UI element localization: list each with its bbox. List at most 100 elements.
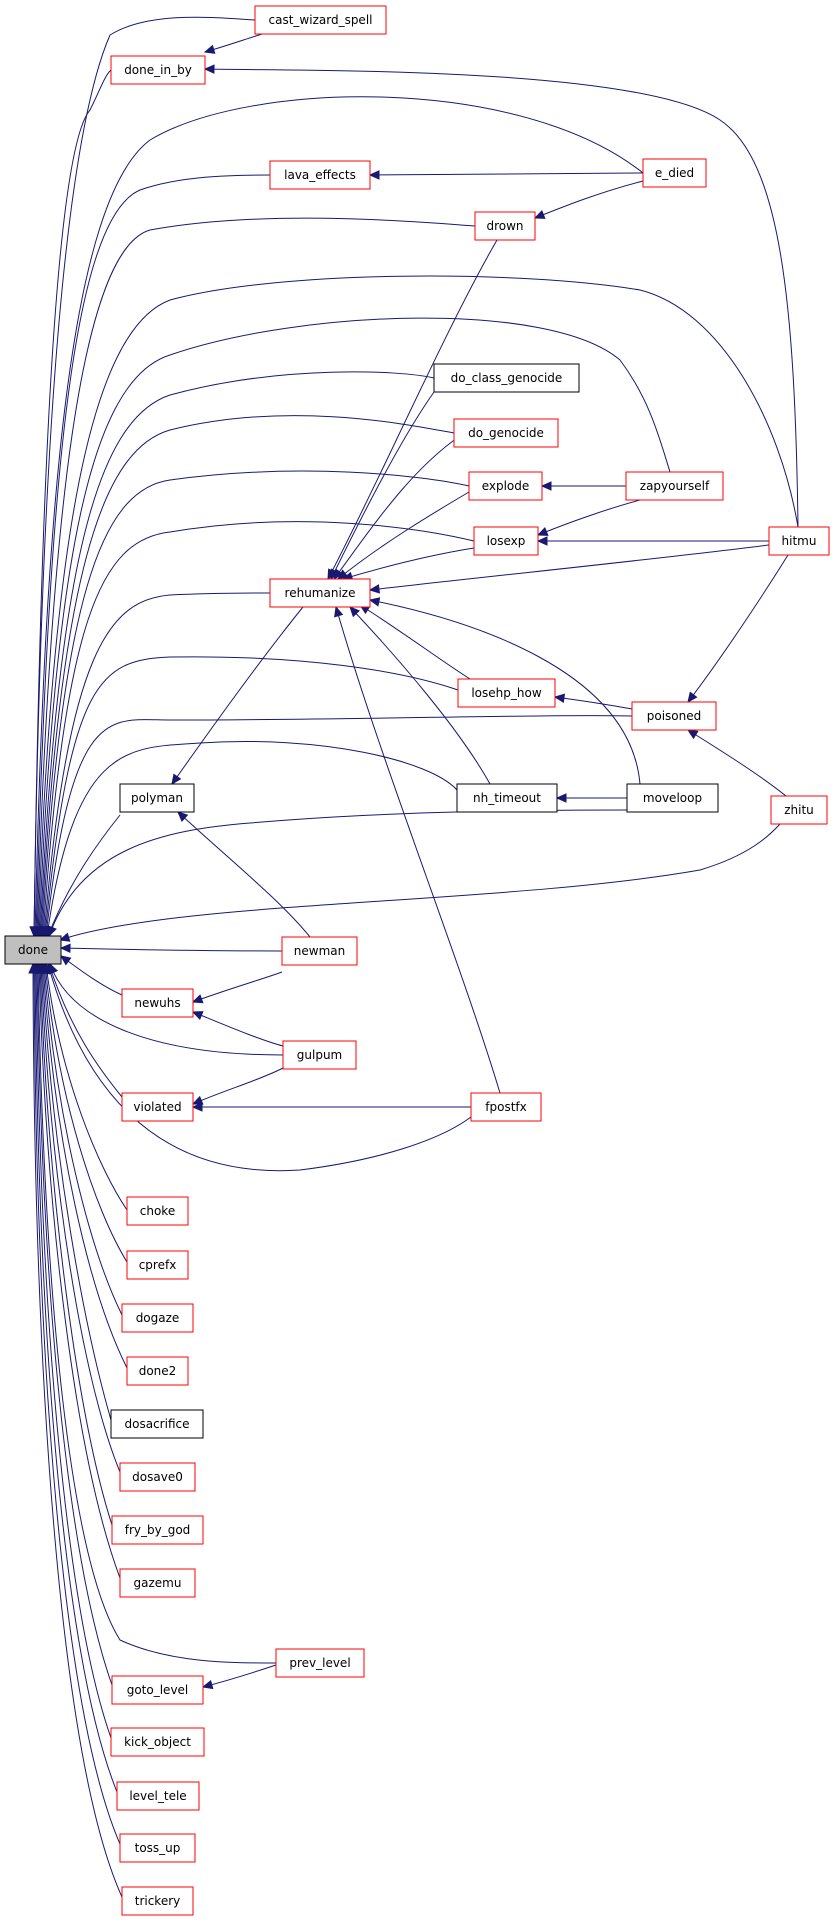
- edge-arrowhead: [368, 170, 380, 180]
- node-box: [275, 1648, 365, 1678]
- edge-arrowhead: [191, 1011, 204, 1021]
- edge-rehumanize-to-hitmu: [368, 544, 770, 594]
- node-done[interactable]: done: [4, 935, 62, 965]
- node-box: [126, 1356, 189, 1386]
- node-e_died[interactable]: e_died: [642, 158, 707, 188]
- edge-rehumanize-to-do_class_genocide: [330, 391, 435, 581]
- node-box: [468, 471, 543, 501]
- node-done_in_by[interactable]: done_in_by: [110, 55, 206, 85]
- edge-arrowhead: [536, 527, 549, 536]
- edge-arrowhead: [58, 932, 71, 942]
- edge-done-to-zhitu: [58, 823, 781, 942]
- node-box: [126, 1250, 189, 1280]
- edge-rehumanize-to-do_genocide: [333, 435, 461, 580]
- node-gazemu[interactable]: gazemu: [119, 1568, 196, 1598]
- node-box: [126, 1196, 189, 1226]
- node-goto_level[interactable]: goto_level: [111, 1675, 204, 1705]
- edge-line: [41, 470, 470, 937]
- node-dosave0[interactable]: dosave0: [119, 1462, 196, 1492]
- node-label: nh_timeout: [473, 791, 541, 805]
- node-fry_by_god[interactable]: fry_by_god: [111, 1515, 204, 1545]
- edge-line: [32, 963, 123, 1898]
- edge-drown-to-e_died: [533, 180, 644, 219]
- node-label: zapyourself: [640, 479, 710, 493]
- edge-arrowhead: [28, 962, 38, 974]
- node-hitmu[interactable]: hitmu: [768, 526, 830, 556]
- node-box: [119, 1568, 196, 1598]
- edge-line: [60, 947, 283, 952]
- node-kick_object[interactable]: kick_object: [110, 1727, 205, 1757]
- edge-losehp_how-to-poisoned: [553, 693, 633, 710]
- edge-line: [35, 174, 271, 937]
- node-box: [4, 935, 62, 965]
- node-lava_effects[interactable]: lava_effects: [269, 160, 371, 190]
- node-label: hitmu: [782, 534, 817, 548]
- node-cprefx[interactable]: cprefx: [126, 1250, 189, 1280]
- edge-line: [687, 729, 787, 797]
- edge-line: [40, 963, 121, 1473]
- edge-line: [369, 599, 641, 785]
- node-moveloop[interactable]: moveloop: [626, 783, 719, 813]
- edge-nh_timeout-to-moveloop: [555, 793, 627, 803]
- node-box: [116, 1781, 200, 1811]
- node-label: gazemu: [134, 1576, 182, 1590]
- node-dosacrifice[interactable]: dosacrifice: [110, 1409, 204, 1439]
- node-drown[interactable]: drown: [474, 211, 536, 241]
- edge-arrowhead: [191, 994, 204, 1004]
- edge-line: [49, 963, 284, 1056]
- node-rehumanize[interactable]: rehumanize: [269, 578, 371, 608]
- node-box: [119, 1462, 196, 1492]
- edge-line: [554, 696, 633, 710]
- node-poisoned[interactable]: poisoned: [631, 701, 717, 731]
- edge-line: [37, 275, 799, 937]
- node-do_class_genocide[interactable]: do_class_genocide: [433, 363, 580, 393]
- node-label: polyman: [131, 791, 183, 805]
- edge-violated-to-fpostfx: [191, 1102, 472, 1112]
- node-choke[interactable]: choke: [126, 1196, 189, 1226]
- node-prev_level[interactable]: prev_level: [275, 1648, 365, 1678]
- edge-arrowhead: [540, 481, 552, 491]
- node-box: [770, 795, 828, 825]
- node-label: fry_by_god: [125, 1523, 191, 1537]
- edge-line: [359, 604, 471, 680]
- node-trickery[interactable]: trickery: [121, 1886, 194, 1916]
- edge-line: [44, 963, 128, 1263]
- node-gulpum[interactable]: gulpum: [282, 1040, 357, 1070]
- node-losexp[interactable]: losexp: [473, 526, 539, 556]
- edge-arrowhead: [171, 773, 182, 786]
- node-label: do_class_genocide: [451, 371, 563, 385]
- edge-line: [47, 963, 472, 1172]
- edge-arrowhead: [177, 811, 189, 822]
- edge-goto_level-to-prev_level: [201, 1664, 277, 1690]
- node-zhitu[interactable]: zhitu: [770, 795, 828, 825]
- node-cast_wizard_spell[interactable]: cast_wizard_spell: [254, 5, 387, 35]
- node-level_tele[interactable]: level_tele: [116, 1781, 200, 1811]
- node-violated[interactable]: violated: [121, 1092, 194, 1122]
- node-newman[interactable]: newman: [281, 936, 358, 966]
- node-label: done: [18, 943, 48, 957]
- node-nh_timeout[interactable]: nh_timeout: [456, 783, 558, 813]
- edge-done-to-dogaze: [40, 962, 123, 1316]
- node-toss_up[interactable]: toss_up: [119, 1833, 196, 1863]
- node-dogaze[interactable]: dogaze: [121, 1303, 194, 1333]
- edge-line: [33, 69, 112, 937]
- node-explode[interactable]: explode: [468, 471, 543, 501]
- node-box: [110, 1727, 205, 1757]
- edge-line: [47, 814, 121, 937]
- edge-done_in_by-to-cast_wizard_spell: [203, 33, 263, 54]
- edge-poisoned-to-hitmu: [687, 554, 789, 703]
- node-label: kick_object: [124, 1735, 191, 1749]
- edge-arrowhead: [686, 729, 699, 740]
- edge-losexp-to-zapyourself: [536, 499, 641, 536]
- node-do_genocide[interactable]: do_genocide: [453, 418, 559, 448]
- node-box: [457, 678, 556, 708]
- node-done2[interactable]: done2: [126, 1356, 189, 1386]
- edge-line: [33, 16, 256, 937]
- edge-arrowhead: [349, 606, 360, 618]
- node-losehp_how[interactable]: losehp_how: [457, 678, 556, 708]
- node-fpostfx[interactable]: fpostfx: [470, 1092, 542, 1122]
- edge-line: [33, 963, 121, 1845]
- node-zapyourself[interactable]: zapyourself: [625, 471, 724, 501]
- node-newuhs[interactable]: newuhs: [121, 988, 194, 1018]
- node-polyman[interactable]: polyman: [119, 783, 195, 813]
